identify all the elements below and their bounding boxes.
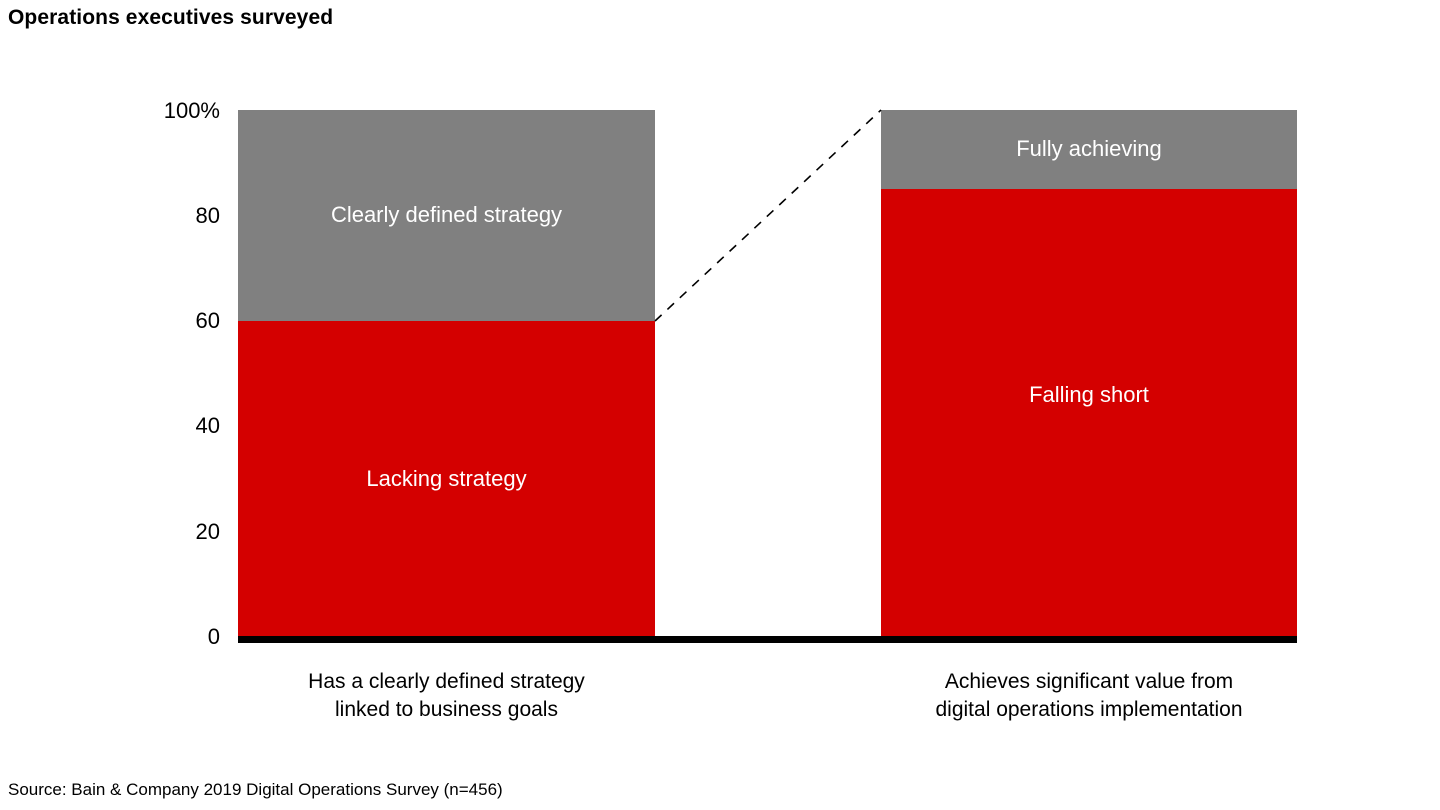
page-title: Operations executives surveyed: [8, 6, 334, 29]
bar-group-has-clearly-defined-strategy[interactable]: Clearly defined strategy Lacking strateg…: [238, 110, 655, 637]
x-axis-category-label-2: Achieves significant value from digital …: [871, 668, 1307, 725]
y-tick-0: 0: [207, 624, 220, 649]
x-axis-category-label-2-line1: Achieves significant value from: [944, 670, 1234, 693]
y-tick-100: 100%: [163, 98, 220, 123]
source-note: Source: Bain & Company 2019 Digital Oper…: [8, 780, 503, 799]
bar-group-achieves-significant-value[interactable]: Fully achieving Falling short: [881, 110, 1297, 637]
x-axis-category-label-1-line2: linked to business goals: [335, 698, 558, 722]
y-tick-60: 60: [195, 308, 220, 333]
x-axis-category-label-1: Has a clearly defined strategy linked to…: [238, 668, 655, 725]
x-axis-category-label-2-line2: digital operations implementation: [935, 698, 1243, 722]
x-axis-baseline: [238, 636, 1297, 643]
y-tick-40: 40: [195, 413, 220, 438]
bar-segment-label-fully-achieving: Fully achieving: [1016, 136, 1162, 162]
y-axis: 100% 80 60 40 20 0: [110, 0, 220, 810]
y-tick-20: 20: [195, 519, 220, 544]
bar-segment-lacking-strategy[interactable]: Lacking strategy: [238, 321, 655, 637]
bar-segment-falling-short[interactable]: Falling short: [881, 189, 1297, 637]
x-axis-category-label-1-line1: Has a clearly defined strategy: [308, 670, 585, 693]
connector-line-segment: [654, 109, 882, 322]
bar-segment-clearly-defined-strategy[interactable]: Clearly defined strategy: [238, 110, 655, 321]
bar-segment-label-falling-short: Falling short: [1029, 381, 1149, 407]
bar-segment-label-lacking-strategy: Lacking strategy: [366, 465, 527, 491]
y-tick-80: 80: [195, 203, 220, 228]
bar-segment-fully-achieving[interactable]: Fully achieving: [881, 110, 1297, 189]
bar-segment-label-clearly-defined-strategy: Clearly defined strategy: [330, 202, 563, 228]
